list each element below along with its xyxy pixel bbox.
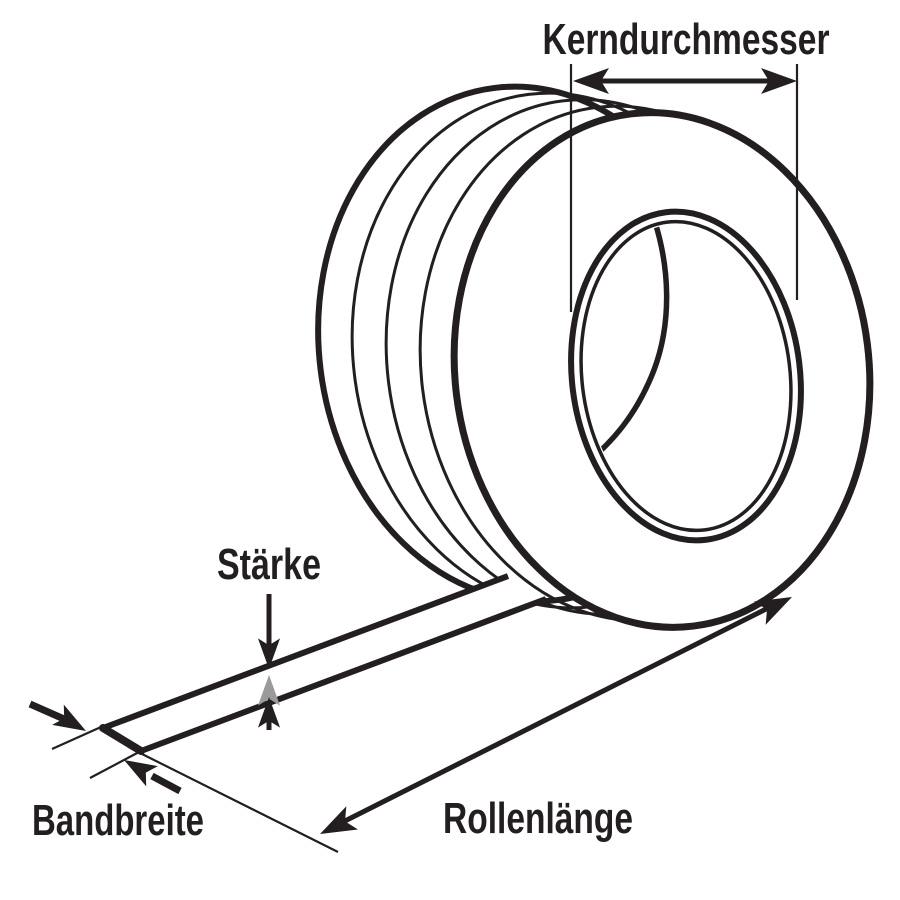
tape-roll (99, 83, 874, 755)
core-inner-wall-arc (576, 215, 670, 473)
tape-strip-top-edge (101, 573, 510, 731)
tape-width-label: Bandbreite (32, 796, 204, 845)
arrowhead-lower-left-icon (314, 806, 359, 846)
arrowhead-up-left-icon (118, 749, 158, 787)
tape-strip-bottom-edge (139, 596, 548, 754)
thickness-dimension-arrows (257, 594, 281, 730)
tape-width-extension-top (51, 725, 102, 751)
dimension-annotations: Kerndurchmesser Stärke Bandbreite Rollen… (28, 15, 830, 853)
tape-strip (99, 573, 548, 755)
core-diameter-dimension-arrow (573, 68, 797, 94)
extension-lines (51, 64, 799, 853)
roll-length-dimension-arrow (314, 585, 798, 846)
roll-length-extension (139, 752, 339, 853)
tape-width-dimension-arrows (28, 700, 182, 795)
core-diameter-label: Kerndurchmesser (543, 15, 830, 64)
tape-strip-end-edge (99, 724, 145, 755)
roll-front-face (450, 109, 874, 631)
arrowhead-down-right-icon (52, 704, 92, 742)
tape-strip-surface (103, 576, 546, 751)
roll-length-label: Rollenlänge (443, 794, 633, 843)
roll-core (568, 208, 804, 544)
thickness-label: Stärke (217, 540, 321, 589)
tape-width-extension-bottom (89, 750, 142, 779)
